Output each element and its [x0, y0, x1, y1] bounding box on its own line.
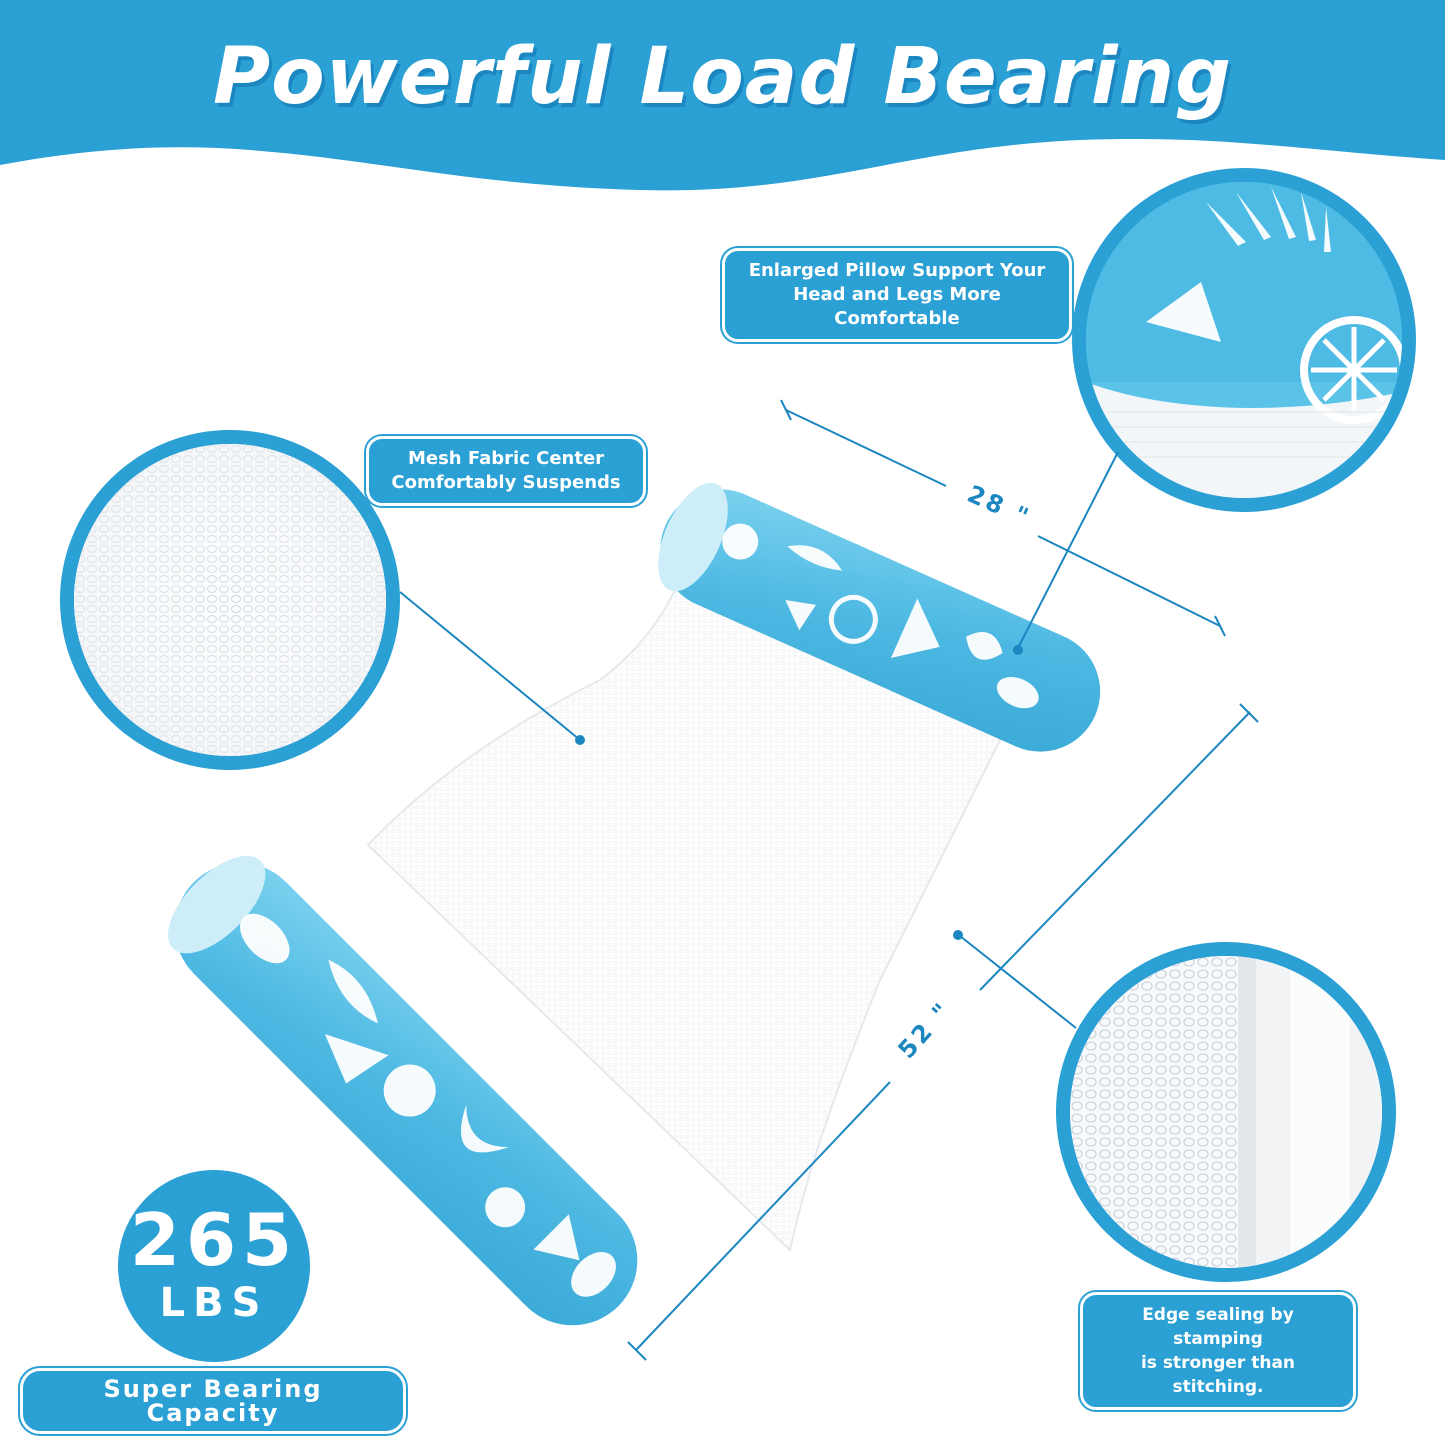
capacity-value: 265 [129, 1198, 299, 1282]
edge-leader-line [959, 935, 1077, 1029]
edge-callout: Edge sealing by stamping is stronger tha… [1080, 1292, 1356, 1410]
header-banner [0, 0, 1445, 191]
top-pillow [658, 482, 1101, 752]
edge-detail-circle [1056, 942, 1396, 1282]
page-title: Powerful Load Bearing [212, 32, 1232, 122]
pillow-callout-line2: Head and Legs More Comfortable [793, 284, 1001, 329]
edge-callout-line2: is stronger than stitching. [1140, 1353, 1296, 1397]
length-dimension-line-top [979, 711, 1251, 991]
width-dimension-line-left [785, 409, 947, 487]
mesh-texture-image [74, 444, 386, 756]
capacity-caption: Super Bearing Capacity [20, 1368, 406, 1434]
mesh-leader-line [399, 591, 581, 741]
length-dimension-line-bottom [635, 1081, 891, 1351]
pillow-callout: Enlarged Pillow Support Your Head and Le… [722, 248, 1072, 342]
mesh-callout-line1: Mesh Fabric Center [407, 448, 605, 469]
width-dimension-line-right [1037, 535, 1221, 627]
pillow-callout-line1: Enlarged Pillow Support Your [748, 260, 1046, 281]
pillow-leader-line [1017, 451, 1119, 649]
capacity-badge: 265 LBS [118, 1170, 310, 1362]
edge-seal-image [1070, 956, 1382, 1268]
bottom-pillow [167, 855, 638, 1326]
mesh-callout-line2: Comfortably Suspends [391, 472, 621, 493]
edge-callout-line1: Edge sealing by stamping [1142, 1305, 1294, 1349]
capacity-unit: LBS [159, 1280, 269, 1326]
mesh-callout: Mesh Fabric Center Comfortably Suspends [366, 436, 646, 506]
